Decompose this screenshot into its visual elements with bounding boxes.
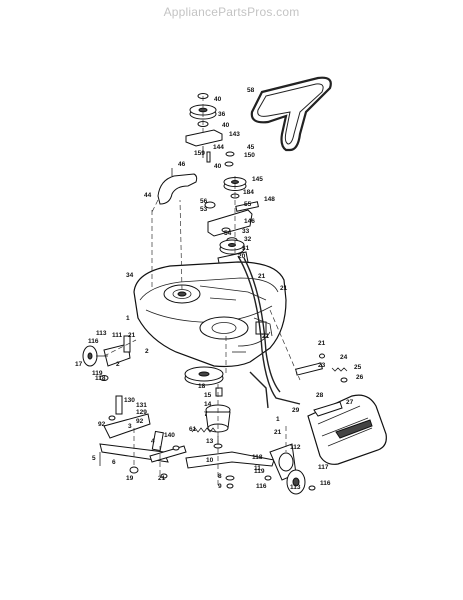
part-callout: 150 xyxy=(244,152,255,159)
part-callout: 118 xyxy=(252,454,263,461)
part-callout: 92 xyxy=(136,418,144,425)
part-callout: 61 xyxy=(189,426,197,433)
part-callout: 58 xyxy=(247,87,255,94)
part-callout: 11 xyxy=(254,465,261,472)
part-callout: 21 xyxy=(258,273,266,280)
part-callout: 40 xyxy=(214,96,222,103)
part-callout: 3 xyxy=(128,423,132,430)
right-gauge-wheel-assembly xyxy=(264,443,316,495)
part-callout: 119 xyxy=(92,370,103,377)
part-callout: 9 xyxy=(218,483,222,490)
part-callout: 18 xyxy=(198,383,206,390)
spring xyxy=(191,427,217,433)
part-callout: 130 xyxy=(124,397,135,404)
left-gauge-wheel-assembly xyxy=(82,335,131,381)
part-callout: 6 xyxy=(112,459,116,466)
part-callout: 131 xyxy=(136,402,147,409)
site-watermark: AppliancePartsPros.com xyxy=(163,5,300,19)
part-callout: 144 xyxy=(213,144,224,151)
part-callout: 31 xyxy=(242,245,250,252)
part-callout: 25 xyxy=(354,364,362,371)
part-callout: 13 xyxy=(206,438,214,445)
part-callout: 40 xyxy=(222,122,230,129)
part-callout: 8 xyxy=(218,473,222,480)
part-callout: 146 xyxy=(244,218,255,225)
part-callout: 113 xyxy=(290,484,301,491)
part-callout: 14 xyxy=(204,401,212,408)
part-callout: 129 xyxy=(136,409,147,416)
part-callout: 21 xyxy=(280,285,288,292)
discharge-chute-assembly xyxy=(295,353,387,465)
part-callout: 140 xyxy=(164,432,175,439)
part-callout: 53 xyxy=(200,206,208,213)
part-callout: 5 xyxy=(92,455,96,462)
part-callout: 116 xyxy=(256,483,267,490)
part-callout: 4 xyxy=(151,438,155,445)
part-callout: 45 xyxy=(247,144,255,151)
part-callout: 21 xyxy=(318,340,326,347)
part-callout: 33 xyxy=(242,228,250,235)
part-callout: 21 xyxy=(274,429,282,436)
part-callout: 28 xyxy=(316,392,324,399)
part-callout: 143 xyxy=(229,131,240,138)
part-callout: 2 xyxy=(116,361,120,368)
part-callout: 113 xyxy=(96,330,107,337)
part-callout: 117 xyxy=(318,464,329,471)
part-callout: 19 xyxy=(126,475,134,482)
part-callout: 54 xyxy=(224,230,232,237)
part-callout: 119 xyxy=(254,468,265,475)
part-callout: 27 xyxy=(346,399,354,406)
spindle-assembly xyxy=(184,366,275,489)
part-callout: 32 xyxy=(244,236,252,243)
part-callout: 148 xyxy=(264,196,275,203)
part-callout: 184 xyxy=(243,189,254,196)
part-callout: 36 xyxy=(218,111,226,118)
front-bracket-assembly xyxy=(99,395,187,479)
part-callout: 44 xyxy=(144,192,152,199)
part-callout: 29 xyxy=(292,407,300,414)
part-callout: 17 xyxy=(75,361,83,368)
mower-deck-housing xyxy=(133,261,287,368)
part-callout: 145 xyxy=(252,176,263,183)
part-callout: 26 xyxy=(356,374,364,381)
part-callout: 23 xyxy=(318,362,326,369)
part-callout: 116 xyxy=(320,480,331,487)
part-callout: 112 xyxy=(290,444,301,451)
part-callout: 55 xyxy=(244,201,252,208)
part-callout: 34 xyxy=(126,272,134,279)
part-callout: 92 xyxy=(98,421,106,428)
part-callout: 10 xyxy=(206,457,214,464)
assembly-leader-lines xyxy=(103,96,301,486)
part-callout: 21 xyxy=(128,332,136,339)
part-callout: 7 xyxy=(204,411,208,418)
part-callout: 40 xyxy=(214,163,222,170)
deck-belt xyxy=(250,76,332,152)
part-callout: 2 xyxy=(145,348,149,355)
part-callout: 1 xyxy=(126,315,130,322)
part-callout: 15 xyxy=(204,392,212,399)
part-callout: 24 xyxy=(340,354,348,361)
part-callout: 1 xyxy=(276,416,280,423)
belt-guard xyxy=(157,168,198,205)
part-callout: 159 xyxy=(194,150,205,157)
part-callout: 46 xyxy=(178,161,186,168)
part-callout: 111 xyxy=(112,332,123,339)
part-callout: 116 xyxy=(88,338,99,345)
part-callout: 20 xyxy=(238,253,246,260)
part-callout: 118 xyxy=(95,375,106,382)
deck-lift-rods xyxy=(237,255,301,409)
part-callout: 56 xyxy=(200,198,208,205)
part-callout: 21 xyxy=(262,333,270,340)
part-callout: 21 xyxy=(158,475,166,482)
